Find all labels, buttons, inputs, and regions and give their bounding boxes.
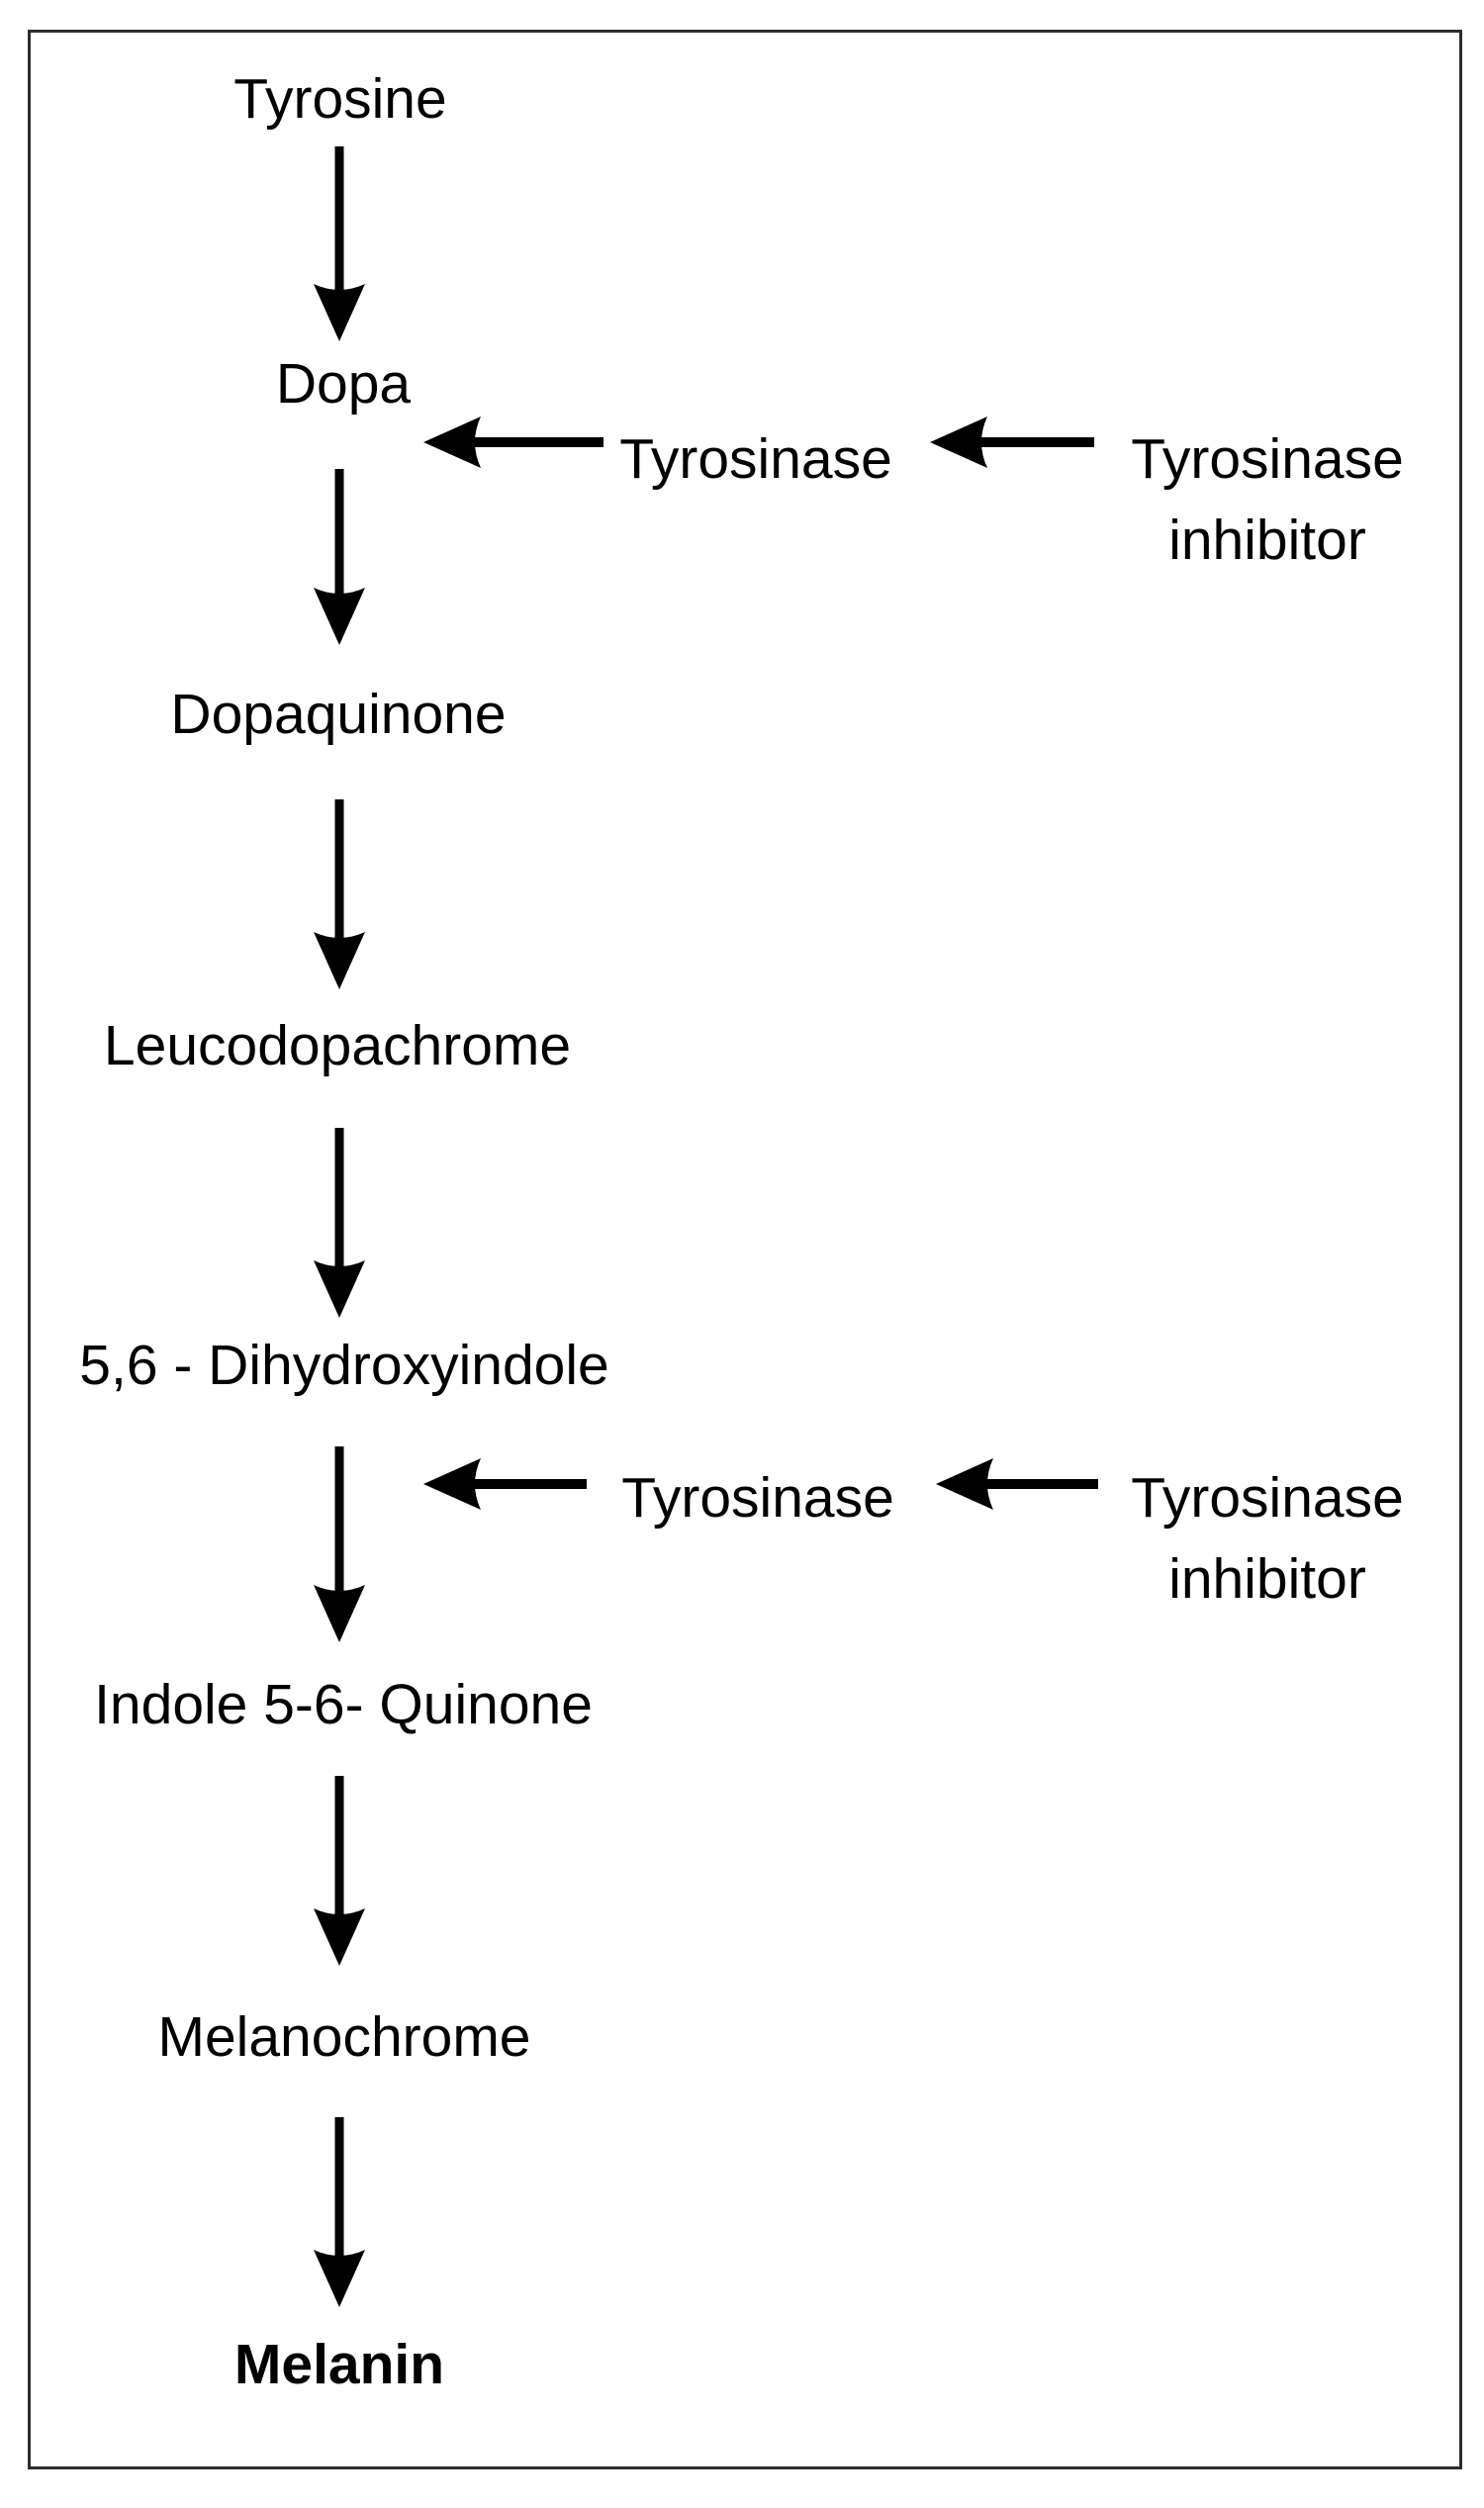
tyrosinase-inhibitor-label-1-line1: Tyrosinase: [1131, 427, 1404, 491]
node-dopa: Dopa: [275, 352, 412, 416]
tyrosinase-label-2: Tyrosinase: [621, 1466, 894, 1530]
tyrosinase-inhibitor-label-1-line2: inhibitor: [1168, 509, 1366, 572]
node-melanin: Melanin: [233, 2333, 445, 2396]
node-tyrosine: Tyrosine: [233, 67, 447, 131]
tyrosinase-label-1: Tyrosinase: [619, 427, 892, 491]
tyrosinase-inhibitor-label-2-line1: Tyrosinase: [1131, 1466, 1404, 1530]
node-leucodopachrome: Leucodopachrome: [103, 1014, 572, 1077]
node-dopaquinone: Dopaquinone: [170, 683, 507, 746]
node-indole-quinone: Indole 5-6- Quinone: [94, 1673, 593, 1736]
node-melanochrome: Melanochrome: [157, 2005, 531, 2069]
tyrosinase-inhibitor-label-2-line2: inhibitor: [1168, 1547, 1366, 1611]
node-dihydroxyindole: 5,6 - Dihydroxyindole: [79, 1334, 609, 1397]
diagram-border: [28, 30, 1462, 2469]
